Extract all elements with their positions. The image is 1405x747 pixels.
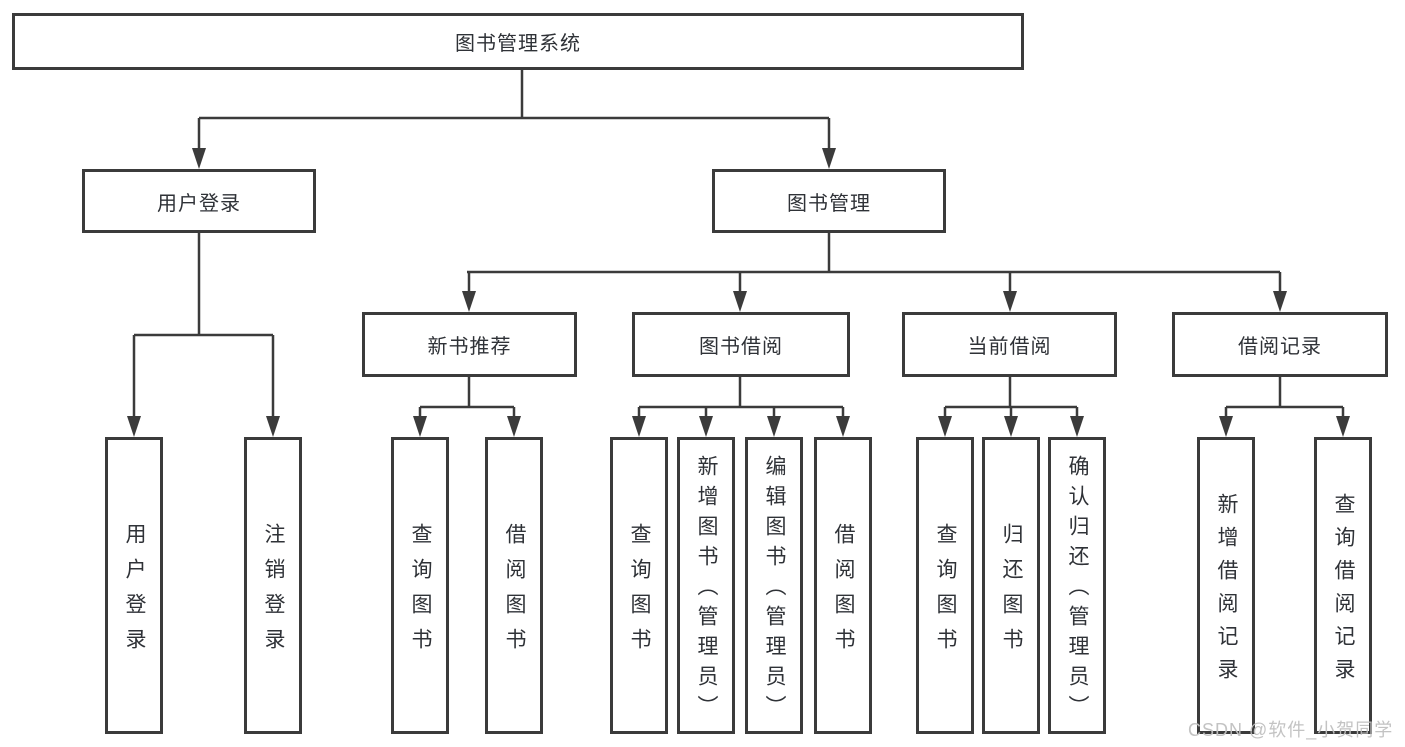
leaf-borrow-query-books: 查询图书 <box>610 437 668 734</box>
leaf-current-query-books: 查询图书 <box>916 437 974 734</box>
node-book-management-label: 图书管理 <box>787 192 871 215</box>
leaf-recommend-borrow-books: 借阅图书 <box>485 437 543 734</box>
node-root: 图书管理系统 <box>12 13 1024 70</box>
node-borrow-record: 借阅记录 <box>1172 312 1388 377</box>
leaf-current-confirm-return-admin-label: 确认归还（管理员） <box>1066 455 1089 725</box>
leaf-record-query-borrow-record: 查询借阅记录 <box>1314 437 1372 734</box>
leaf-borrow-borrow-books-label: 借阅图书 <box>832 522 855 663</box>
leaf-logout-label: 注销登录 <box>262 522 285 663</box>
leaf-borrow-edit-books-admin: 编辑图书（管理员） <box>745 437 803 734</box>
leaf-borrow-query-books-label: 查询图书 <box>628 522 651 663</box>
node-book-management: 图书管理 <box>712 169 946 233</box>
csdn-watermark: CSDN @软件_小贺同学 <box>1188 720 1394 740</box>
leaf-current-return-books-label: 归还图书 <box>1000 522 1023 663</box>
node-current-borrow-label: 当前借阅 <box>967 336 1052 358</box>
leaf-record-query-borrow-record-label: 查询借阅记录 <box>1332 492 1355 691</box>
leaf-record-add-borrow-record: 新增借阅记录 <box>1197 437 1255 734</box>
node-current-borrow: 当前借阅 <box>902 312 1117 377</box>
leaf-user-login: 用户登录 <box>105 437 163 734</box>
leaf-current-return-books: 归还图书 <box>982 437 1040 734</box>
leaf-borrow-edit-books-admin-label: 编辑图书（管理员） <box>763 455 786 725</box>
leaf-borrow-add-books-admin: 新增图书（管理员） <box>677 437 735 734</box>
leaf-recommend-query-books: 查询图书 <box>391 437 449 734</box>
leaf-recommend-borrow-books-label: 借阅图书 <box>503 522 526 663</box>
node-book-borrow-label: 图书借阅 <box>699 336 783 358</box>
leaf-current-query-books-label: 查询图书 <box>934 522 957 663</box>
leaf-borrow-borrow-books: 借阅图书 <box>814 437 872 734</box>
leaf-borrow-add-books-admin-label: 新增图书（管理员） <box>695 455 718 725</box>
leaf-record-add-borrow-record-label: 新增借阅记录 <box>1215 492 1238 691</box>
node-user-login-label: 用户登录 <box>157 192 241 215</box>
node-user-login: 用户登录 <box>82 169 316 233</box>
node-book-borrow: 图书借阅 <box>632 312 850 377</box>
node-borrow-record-label: 借阅记录 <box>1238 336 1322 358</box>
node-new-book-recommend-label: 新书推荐 <box>427 336 512 358</box>
leaf-logout: 注销登录 <box>244 437 302 734</box>
leaf-current-confirm-return-admin: 确认归还（管理员） <box>1048 437 1106 734</box>
leaf-recommend-query-books-label: 查询图书 <box>409 522 432 663</box>
node-new-book-recommend: 新书推荐 <box>362 312 577 377</box>
leaf-user-login-label: 用户登录 <box>123 522 146 663</box>
node-root-label: 图书管理系统 <box>455 33 581 55</box>
